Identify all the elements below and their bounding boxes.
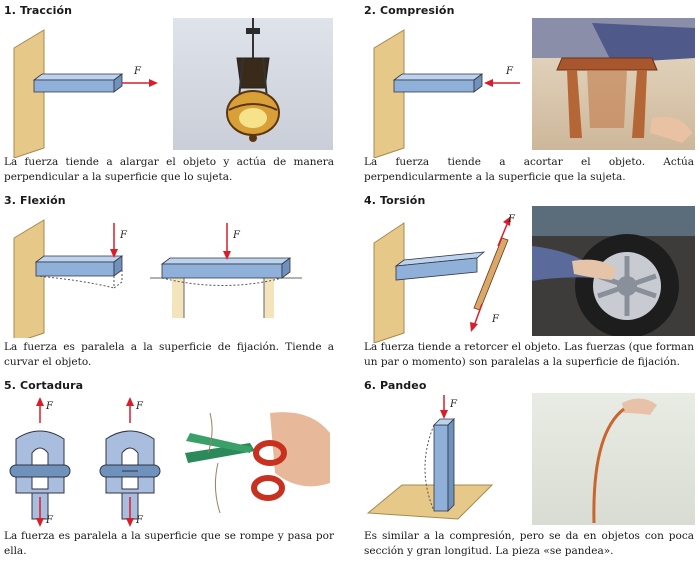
panel-title: 5. Cortadura — [4, 379, 84, 392]
panel-description: La fuerza tiende a retorcer el objeto. L… — [364, 341, 694, 368]
panel-cortadura: 5. Cortadura F F F F La — [0, 375, 335, 565]
force-label: F — [449, 399, 458, 410]
panel-torsion: 4. Torsión F F La fuerza tiende a retorc… — [360, 190, 695, 375]
lamp-photo — [173, 18, 333, 150]
force-label: F — [119, 230, 128, 241]
panel-title: 1. Tracción — [4, 4, 73, 17]
scissors-photo — [180, 393, 333, 523]
compression-diagram: F — [373, 29, 520, 158]
panel-description: La fuerza tiende a alargar el objeto y a… — [4, 156, 334, 183]
panel-title: 3. Flexión — [4, 194, 66, 207]
shear-diagram: F F F F — [9, 397, 161, 527]
traction-diagram: F — [13, 29, 158, 158]
force-label: F — [491, 314, 500, 325]
tire-photo — [532, 206, 695, 336]
rod-photo — [532, 393, 695, 525]
panel-title: 6. Pandeo — [364, 379, 427, 392]
force-label: F — [133, 66, 142, 77]
panel-flexion: 3. Flexión F F La fuerza es paralela a l… — [0, 190, 335, 375]
panel-pandeo: 6. Pandeo F Es similar a la compresión, … — [360, 375, 695, 565]
panel-description: Es similar a la compresión, pero se da e… — [364, 530, 694, 557]
panel-traccion: 1. Tracción F La fuerza tiende a alargar… — [0, 0, 335, 190]
flexion-diagram: F F — [13, 219, 302, 338]
stool-photo — [532, 18, 695, 150]
buckling-diagram: F — [366, 395, 494, 520]
panel-title: 4. Torsión — [364, 194, 426, 207]
panel-compresion: 2. Compresión F La fuerza tiende a acort… — [360, 0, 695, 190]
panel-title: 2. Compresión — [364, 4, 455, 17]
force-label: F — [505, 66, 514, 77]
panel-description: La fuerza es paralela a la superficie qu… — [4, 530, 334, 557]
panel-description: La fuerza es paralela a la superficie de… — [4, 341, 334, 368]
force-label: F — [45, 515, 54, 526]
torsion-diagram: F F — [373, 214, 516, 343]
panel-description: La fuerza tiende a acortar el objeto. Ac… — [364, 156, 694, 183]
force-label: F — [135, 515, 144, 526]
force-label: F — [135, 401, 144, 412]
force-label: F — [507, 214, 516, 225]
force-label: F — [45, 401, 54, 412]
force-label: F — [232, 230, 241, 241]
